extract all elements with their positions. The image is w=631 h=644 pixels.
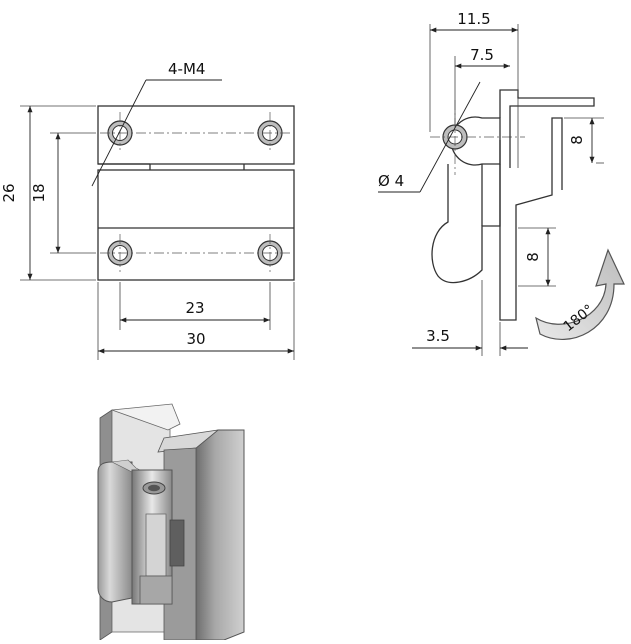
dim-hole-pitch-horizontal: 23 [185,299,204,317]
lower-body-outline [431,164,501,284]
front-view: 4-M4 26 18 23 30 [0,60,295,360]
thread-callout: 4-M4 [168,60,205,78]
side-view: 11.5 7.5 Ø 4 8 8 3.5 180° [378,10,625,356]
dim-total-width: 30 [186,330,205,348]
dim-total-height: 26 [0,183,18,202]
lower-leaf-outline [97,169,295,281]
dim-pin-diameter: Ø 4 [378,172,404,190]
dim-pin-offset: 7.5 [470,46,494,64]
rotation-arrow-icon [535,248,625,341]
dim-leaf-thickness: 3.5 [426,327,450,345]
dim-upper-leaf: 8 [568,135,586,145]
door-leaf-outline [499,117,563,321]
dim-lower-leaf: 8 [524,252,542,262]
dim-hole-pitch-vertical: 18 [30,183,48,202]
upper-leaf-outline [97,105,295,165]
dim-overall-depth: 11.5 [457,10,490,28]
hinge-3d-render [97,403,245,641]
